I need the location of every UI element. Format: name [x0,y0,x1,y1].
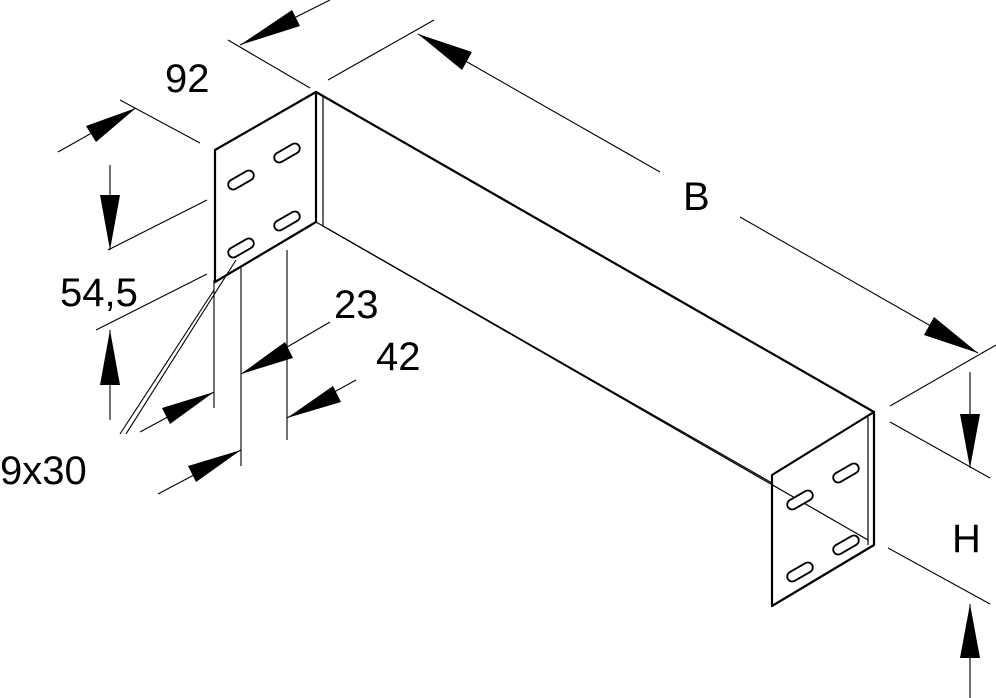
arrow-h-bottom [960,604,980,658]
arrow-b-left [418,34,472,70]
label-flange-height: 54,5 [60,271,138,315]
label-depth: 92 [165,57,210,101]
label-width: B [683,175,710,219]
arrow-23-left [162,392,214,424]
slot-left-3 [227,237,255,259]
slot-left-2 [273,142,301,164]
dimension-23-42 [139,250,357,495]
arrow-92 [240,10,300,45]
slot-right-4 [832,534,860,556]
arrow-b-right [924,317,978,353]
arrow-23-right [241,342,293,374]
arrow-42-right [287,386,341,418]
slot-right-3 [786,561,814,583]
dimension-54-5 [57,99,208,420]
arrow-h-top [960,414,980,468]
slot-left-4 [273,210,301,232]
arrow-54-5-bottom [100,330,120,385]
arrow-54-5-diag [86,108,136,142]
slot-left-1 [227,169,255,191]
label-height: H [952,517,981,561]
back-plate-bottom-edge [315,221,773,484]
dimension-b [327,19,996,407]
label-hole-spacing-outer: 42 [376,335,421,379]
leader-9x30 [119,259,237,435]
slot-right-2 [832,462,860,484]
label-hole-spacing-inner: 23 [334,283,379,327]
slot-right-1 [786,489,814,511]
slot-holes [227,142,860,583]
arrow-54-5-top [100,195,120,250]
arrow-42-left [188,450,241,482]
back-plate-inner-edge [322,97,869,541]
bracket-body [213,90,876,608]
back-plate-top-edge [314,90,876,414]
dimension-92 [227,0,331,89]
label-slot-size: 9x30 [0,449,87,493]
right-flange [770,410,876,608]
dimension-h [887,372,991,698]
